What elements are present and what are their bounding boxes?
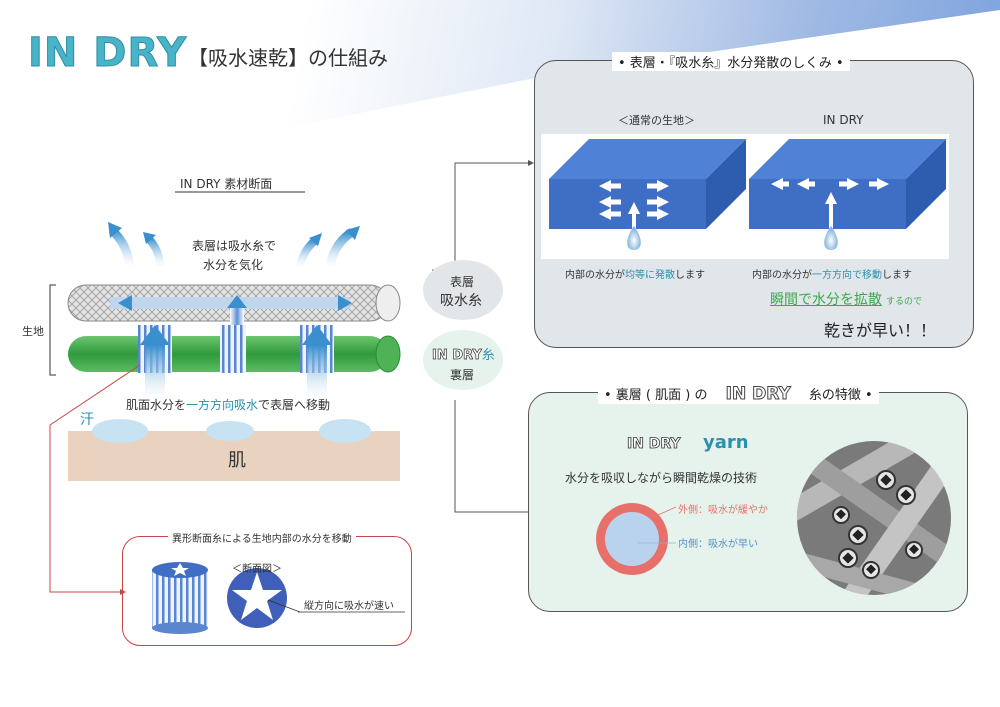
water-drop-icon <box>627 226 641 250</box>
transport-arrow-icon <box>307 345 327 400</box>
surface-note-line1: 表層は吸水糸で <box>192 239 277 253</box>
page-title: IN DRY <box>27 30 188 77</box>
profile-fiber-box-title: 異形断面糸による生地内部の水分を移動 <box>168 530 356 545</box>
normal-fabric-block <box>549 139 746 250</box>
left-spread-arrow-icon <box>118 295 132 311</box>
surface-yarn-label-line1: 表層 <box>450 275 475 289</box>
connector-to-bottom-panel <box>454 400 528 513</box>
back-yarn-label-line1: IN DRY糸 <box>432 348 495 364</box>
connector-to-top-panel <box>432 162 528 271</box>
transport-arrow-icon <box>145 345 165 400</box>
vapor-arrow-icon <box>325 228 355 269</box>
yarn-cross-section-diagram <box>596 503 677 575</box>
transport-arrows <box>140 325 332 400</box>
vapor-arrow-icon <box>145 235 164 269</box>
surface-note-line2: 水分を気化 <box>203 258 264 272</box>
skin-label: 肌 <box>228 450 246 471</box>
yarn-word: yarn <box>703 432 749 453</box>
normal-fabric-caption: 内部の水分が均等に発散します <box>565 270 705 281</box>
instant-diffusion-note: 瞬間で水分を拡散するので <box>770 292 923 308</box>
profile-fiber-detail-box <box>122 536 412 646</box>
sweat-droplets <box>92 419 371 443</box>
normal-fabric-heading: ＜通常の生地＞ <box>618 114 695 127</box>
vapor-arrowhead-icon <box>108 222 122 238</box>
base-yarn-tube <box>68 325 401 373</box>
transport-caption: 肌面水分を一方方向吸水で表層へ移動 <box>126 398 331 412</box>
star-cross-section-icon <box>227 568 287 628</box>
indry-fabric-caption: 内部の水分が一方方向で移動します <box>752 270 912 281</box>
vertical-absorption-note: 縦方向に吸水が速い <box>304 601 394 612</box>
profile-fiber-cylinder-icon <box>152 562 208 634</box>
surface-yarn-label-line2: 吸水糸 <box>440 293 482 309</box>
page-subtitle: 【吸水速乾】の仕組み <box>188 46 388 70</box>
cross-section-heading: IN DRY 素材断面 <box>180 177 273 191</box>
fabric-comparison-illustration <box>541 134 949 259</box>
back-yarn-label-line2: 裏層 <box>450 368 475 382</box>
vapor-arrow-icon <box>296 236 319 269</box>
evaporation-arrows <box>108 222 360 269</box>
fast-drying-conclusion: 乾きが早い！！ <box>824 321 937 340</box>
indry-brand-label: IN DRY <box>627 436 681 453</box>
yarn-technology-subtitle: 水分を吸収しながら瞬間乾燥の技術 <box>565 471 758 485</box>
outer-layer-label: 外側：吸水が緩やか <box>678 505 768 516</box>
sweat-label: 汗 <box>80 412 94 428</box>
fiber-micrograph-image <box>797 441 951 595</box>
center-up-arrow-icon <box>227 295 247 308</box>
detail-connector-line <box>49 364 141 593</box>
vapor-arrowhead-icon <box>143 232 156 244</box>
right-spread-arrow-icon <box>338 295 352 311</box>
fabric-bracket <box>49 284 56 376</box>
cross-section-diagram-label: ＜断面図＞ <box>232 564 282 575</box>
vapor-arrowhead-icon <box>309 233 322 246</box>
back-yarn-label-bubble <box>423 330 503 390</box>
inner-layer-label: 内側：吸水が早い <box>678 539 758 550</box>
surface-yarn-label-bubble <box>423 260 503 320</box>
surface-panel-title: • 表層・『吸水糸』水分発散のしくみ • <box>612 52 850 71</box>
back-panel-title: • 裏層 ( 肌面 ) の IN DRY 糸の特徴 • <box>598 384 879 405</box>
profile-fiber-center <box>220 325 246 373</box>
inner-core <box>605 512 659 566</box>
indry-fabric-heading: IN DRY <box>823 113 864 127</box>
water-drop-icon <box>824 226 838 250</box>
vapor-arrow-icon <box>108 226 135 269</box>
indry-fabric-block <box>749 139 946 250</box>
fabric-label: 生地 <box>22 325 44 338</box>
vapor-arrowhead-icon <box>346 226 360 240</box>
